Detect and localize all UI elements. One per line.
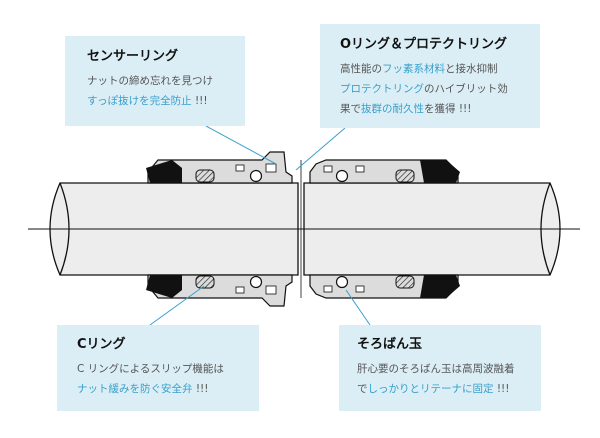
highlight-text: フッ素系材料 (382, 63, 445, 75)
plain-text: 高性能の (340, 63, 382, 75)
plain-text: を獲得 !!! (424, 103, 472, 115)
lower-fitting (146, 274, 460, 307)
exclamation-text: !!! (195, 383, 209, 395)
callout-line: プロテクトリングのハイブリット効 (340, 79, 540, 99)
callout-oring-protect-ring: Oリング＆プロテクトリング 高性能のフッ素系材料と接水抑制 プロテクトリングのハ… (320, 24, 540, 128)
callout-line: 肝心要のそろばん玉は高周波融着 (357, 363, 515, 375)
callout-body: 肝心要のそろばん玉は高周波融着 でしっかりとリテーナに固定 !!! (357, 359, 541, 399)
callout-line: すっぽ抜けを完全防止 !!! (87, 91, 245, 111)
callout-title: センサーリング (87, 49, 179, 64)
callout-body: 高性能のフッ素系材料と接水抑制 プロテクトリングのハイブリット効 果で抜群の耐久… (340, 59, 540, 119)
exclamation-text: !!! (496, 383, 510, 395)
callout-title: Oリング＆プロテクトリング (340, 37, 508, 52)
exclamation-text: !!! (194, 95, 208, 107)
callout-line: C リングによるスリップ機能は (77, 363, 224, 375)
callout-title: Cリング (77, 337, 126, 352)
highlight-text: しっかりとリテーナに固定 (367, 383, 494, 395)
callout-line: 果で抜群の耐久性を獲得 !!! (340, 99, 540, 119)
ball-lower-left (249, 275, 263, 289)
callout-c-ring: Cリング C リングによるスリップ機能は ナット緩みを防ぐ安全弁 !!! (57, 325, 259, 411)
callout-line: でしっかりとリテーナに固定 !!! (357, 379, 541, 399)
c-ring-upper (195, 169, 215, 183)
callout-body: C リングによるスリップ機能は ナット緩みを防ぐ安全弁 !!! (77, 359, 259, 399)
c-ring-lower-right (395, 275, 415, 289)
callout-sensor-ring: センサーリング ナットの締め忘れを見つけ すっぽ抜けを完全防止 !!! (65, 36, 245, 126)
ball-lower-right (335, 275, 349, 289)
leader-sensor-ring (205, 125, 277, 165)
callout-title: そろばん玉 (357, 337, 423, 352)
plain-text: のハイブリット効 (424, 83, 508, 95)
ball-upper-right (335, 169, 349, 183)
plain-text: で (357, 383, 368, 395)
highlight-text: プロテクトリング (340, 83, 424, 95)
c-ring-lower (195, 275, 215, 289)
highlight-text: ナット緩みを防ぐ安全弁 (77, 383, 193, 395)
callout-body: ナットの締め忘れを見つけ すっぽ抜けを完全防止 !!! (87, 71, 245, 111)
leader-oring (295, 127, 346, 171)
plain-text: 果で (340, 103, 361, 115)
ball-upper-left (249, 169, 263, 183)
plain-text: と接水抑制 (445, 63, 498, 75)
leader-ball (345, 289, 371, 326)
callout-line: ナットの締め忘れを見つけ (87, 75, 213, 87)
c-ring-upper-right (395, 169, 415, 183)
callout-soroban-ball: そろばん玉 肝心要のそろばん玉は高周波融着 でしっかりとリテーナに固定 !!! (339, 325, 541, 411)
highlight-text: 抜群の耐久性 (361, 103, 424, 115)
callout-line: ナット緩みを防ぐ安全弁 !!! (77, 379, 259, 399)
highlight-text: すっぽ抜けを完全防止 (87, 95, 192, 107)
leader-c-ring (149, 285, 205, 326)
callout-line: 高性能のフッ素系材料と接水抑制 (340, 59, 540, 79)
upper-fitting (146, 151, 460, 184)
